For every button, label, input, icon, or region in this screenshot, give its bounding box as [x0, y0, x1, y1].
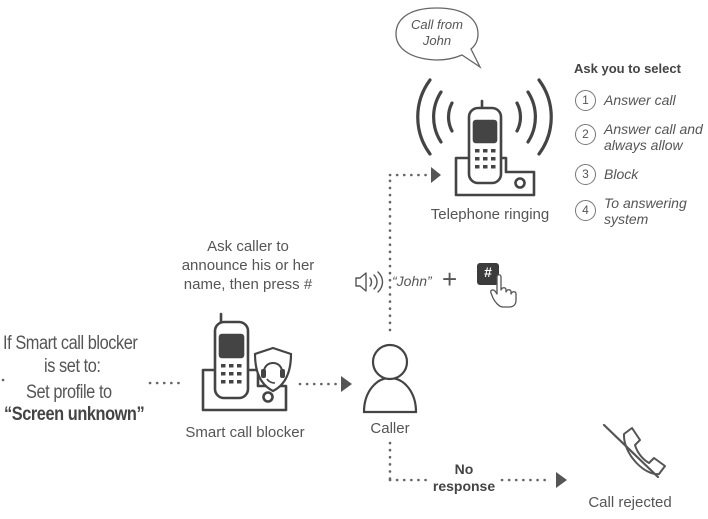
telephone-ringing-icon	[454, 99, 536, 197]
speaker-icon	[355, 271, 384, 293]
no-response-line2: response	[432, 478, 496, 494]
options-title: Ask you to select	[574, 61, 681, 76]
no-response-line1: No	[454, 461, 474, 477]
arrowhead-to-caller	[341, 376, 352, 392]
smart-call-blocker-phone-icon	[201, 312, 288, 412]
arrowhead-to-phone	[431, 167, 441, 183]
call-rejected-icon	[602, 423, 666, 479]
caller-person-icon	[362, 343, 418, 414]
plus-sign: +	[442, 264, 458, 294]
telephone-ringing-label: Telephone ringing	[430, 206, 550, 223]
option-number-2: 2	[575, 124, 596, 145]
pointing-hand-icon	[490, 274, 517, 308]
option-3-line1: Block	[604, 166, 639, 182]
option-1-line1: Answer call	[604, 92, 676, 108]
speech-bubble	[395, 7, 482, 69]
hash-key-icon	[477, 263, 499, 285]
option-number-1: 1	[575, 90, 596, 111]
bubble-line1: Call from	[410, 17, 463, 32]
option-2-line2: always allow	[604, 137, 683, 153]
arrowhead-to-rejected	[556, 472, 567, 488]
option-4-line2: system	[604, 211, 649, 227]
ringing-waves-icon	[416, 78, 553, 156]
ask-caller-line3: name, then press #	[183, 276, 313, 293]
shield-headset-icon	[253, 346, 293, 393]
condition-line3: Set profile to	[26, 382, 112, 403]
option-number-3: 3	[575, 164, 596, 185]
announced-name: “John”	[392, 273, 432, 289]
ask-caller-line2: announce his or her	[181, 257, 315, 274]
option-4-line1: To answering	[604, 195, 687, 211]
condition-line2: is set to:	[44, 356, 101, 377]
smart-call-blocker-label: Smart call blocker	[185, 424, 305, 441]
hash-key-label: #	[484, 264, 492, 280]
option-number-4: 4	[575, 200, 596, 221]
ask-caller-line1: Ask caller to	[207, 238, 289, 255]
option-2-line1: Answer call and	[604, 121, 703, 137]
caller-label: Caller	[370, 420, 410, 437]
condition-line1: If Smart call blocker	[3, 333, 138, 354]
bubble-line2: John	[422, 33, 452, 48]
call-rejected-label: Call rejected	[588, 494, 672, 511]
profile-name: “Screen unknown”	[4, 404, 145, 425]
